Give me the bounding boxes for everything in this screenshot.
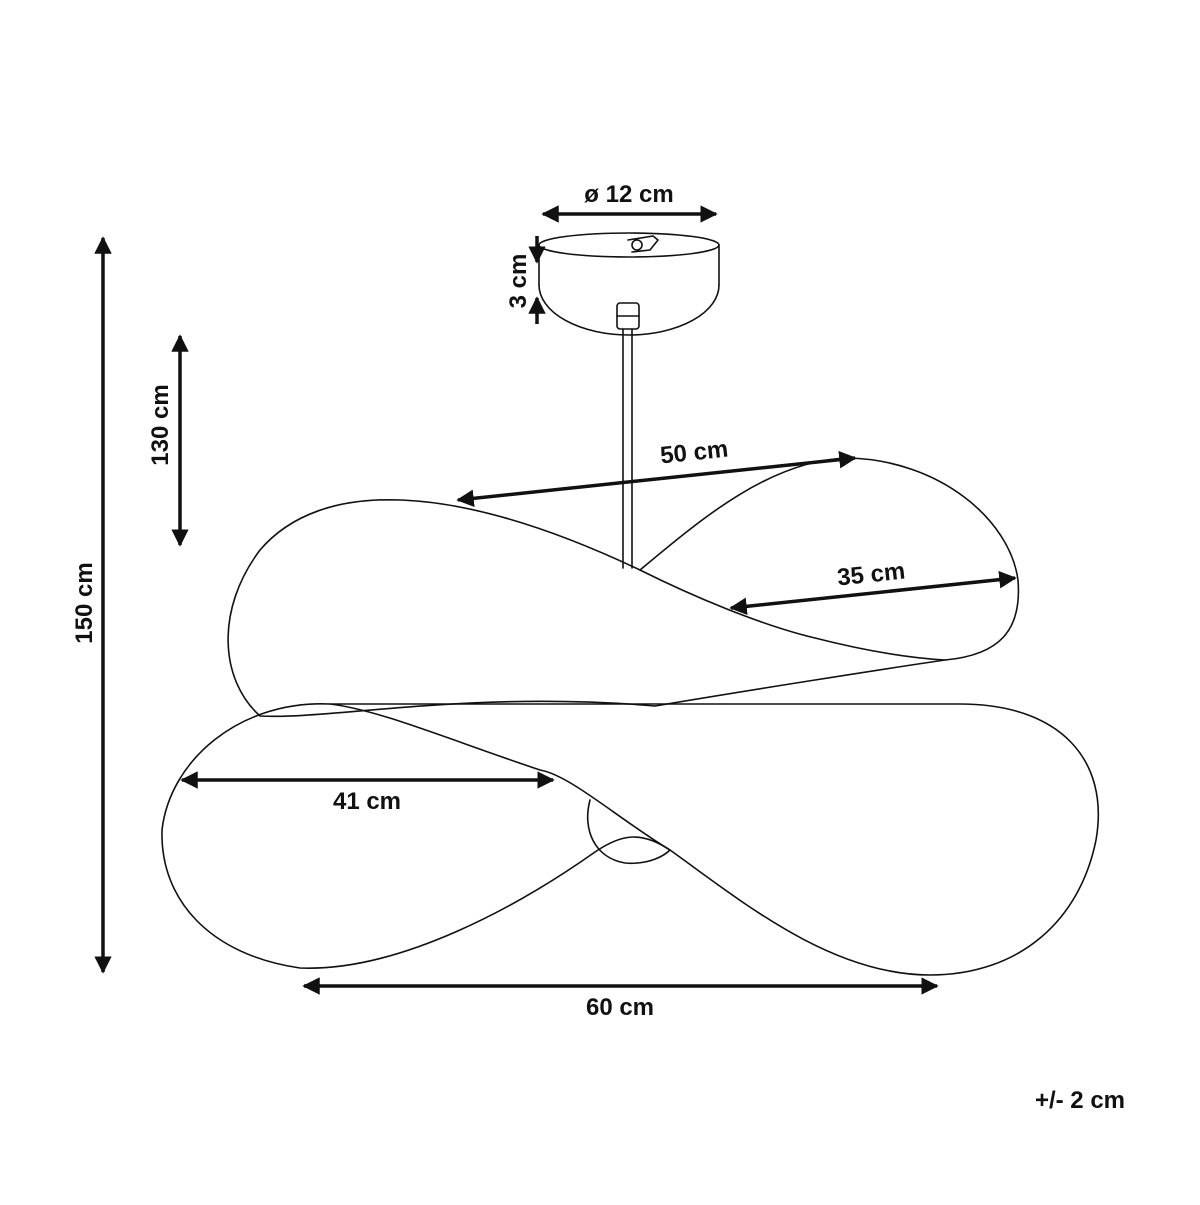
- canopy-height-label: 3 cm: [505, 254, 532, 309]
- canopy-top: [538, 232, 720, 258]
- upper-length-label: 50 cm: [659, 436, 730, 470]
- dimension-arrows: [94, 205, 1017, 995]
- canopy-diameter-label: ø 12 cm: [584, 181, 673, 208]
- canopy-screw: [631, 239, 643, 251]
- ceiling-canopy: [538, 232, 720, 336]
- tolerance-label: +/- 2 cm: [1035, 1087, 1125, 1114]
- overall-width-label: 60 cm: [586, 994, 654, 1021]
- lower-shade-left-lobe: [161, 703, 671, 969]
- dimension-labels: ø 12 cm 3 cm 130 cm 150 cm 50 cm 35 cm 4…: [71, 181, 1125, 1114]
- lower-shade-right-lobe: [329, 703, 1100, 976]
- upper-length-arrow: [456, 450, 857, 508]
- light-bulb: [586, 799, 671, 865]
- drop-130-label: 130 cm: [147, 384, 174, 465]
- lower-shade: [161, 703, 1100, 976]
- canopy-slot: [627, 235, 659, 253]
- upper-width-label: 35 cm: [836, 558, 907, 592]
- lamp-illustration: [161, 232, 1100, 976]
- total-height-label: 150 cm: [71, 562, 98, 643]
- upper-shade-left-lobe: [227, 498, 946, 718]
- cable-assembly: [616, 302, 640, 569]
- lower-width-label: 41 cm: [333, 788, 401, 815]
- upper-width-arrow: [729, 570, 1017, 616]
- canopy-bottom: [538, 284, 720, 336]
